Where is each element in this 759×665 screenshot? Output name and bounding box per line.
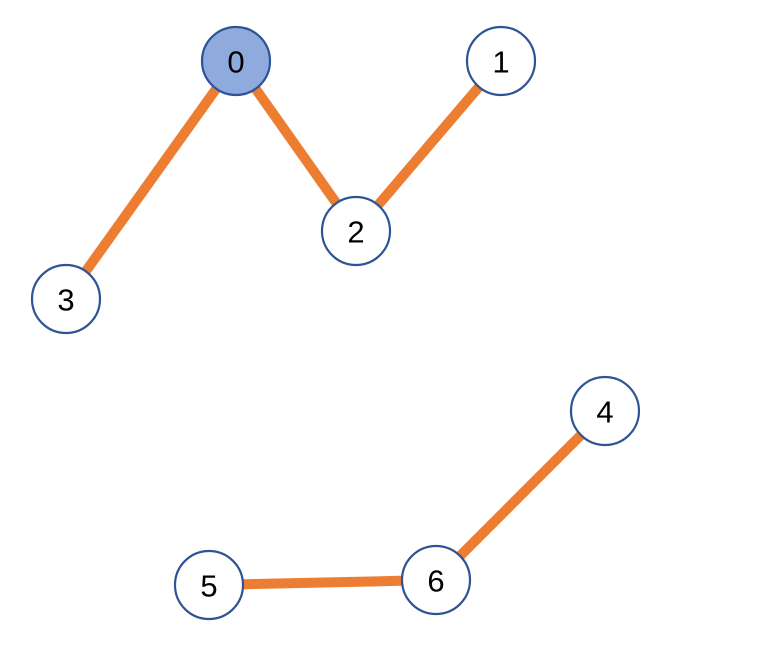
graph-edge-0-2	[249, 83, 343, 209]
graph-edge-6-4	[454, 429, 587, 562]
node-circle-5[interactable]	[173, 549, 245, 621]
node-circle-3[interactable]	[30, 263, 102, 335]
node-circle-1[interactable]	[465, 25, 537, 97]
edges-layer	[79, 81, 587, 590]
node-circle-6[interactable]	[400, 544, 472, 616]
graph-node-6[interactable]: 6	[400, 544, 472, 616]
node-circle-4[interactable]	[569, 375, 641, 447]
graph-node-5[interactable]: 5	[173, 549, 245, 621]
graph-edge-2-1	[372, 81, 485, 211]
graph-node-3[interactable]: 3	[30, 263, 102, 335]
nodes-layer: 0 1 2 3 4 5 6	[30, 25, 641, 621]
node-circle-2[interactable]	[320, 195, 392, 267]
graph-node-1[interactable]: 1	[465, 25, 537, 97]
graph-edge-0-3	[79, 83, 223, 277]
node-circle-0[interactable]	[200, 25, 272, 97]
graph-edge-5-6	[239, 575, 406, 590]
graph-node-0[interactable]: 0	[200, 25, 272, 97]
graph-node-4[interactable]: 4	[569, 375, 641, 447]
graph-node-2[interactable]: 2	[320, 195, 392, 267]
